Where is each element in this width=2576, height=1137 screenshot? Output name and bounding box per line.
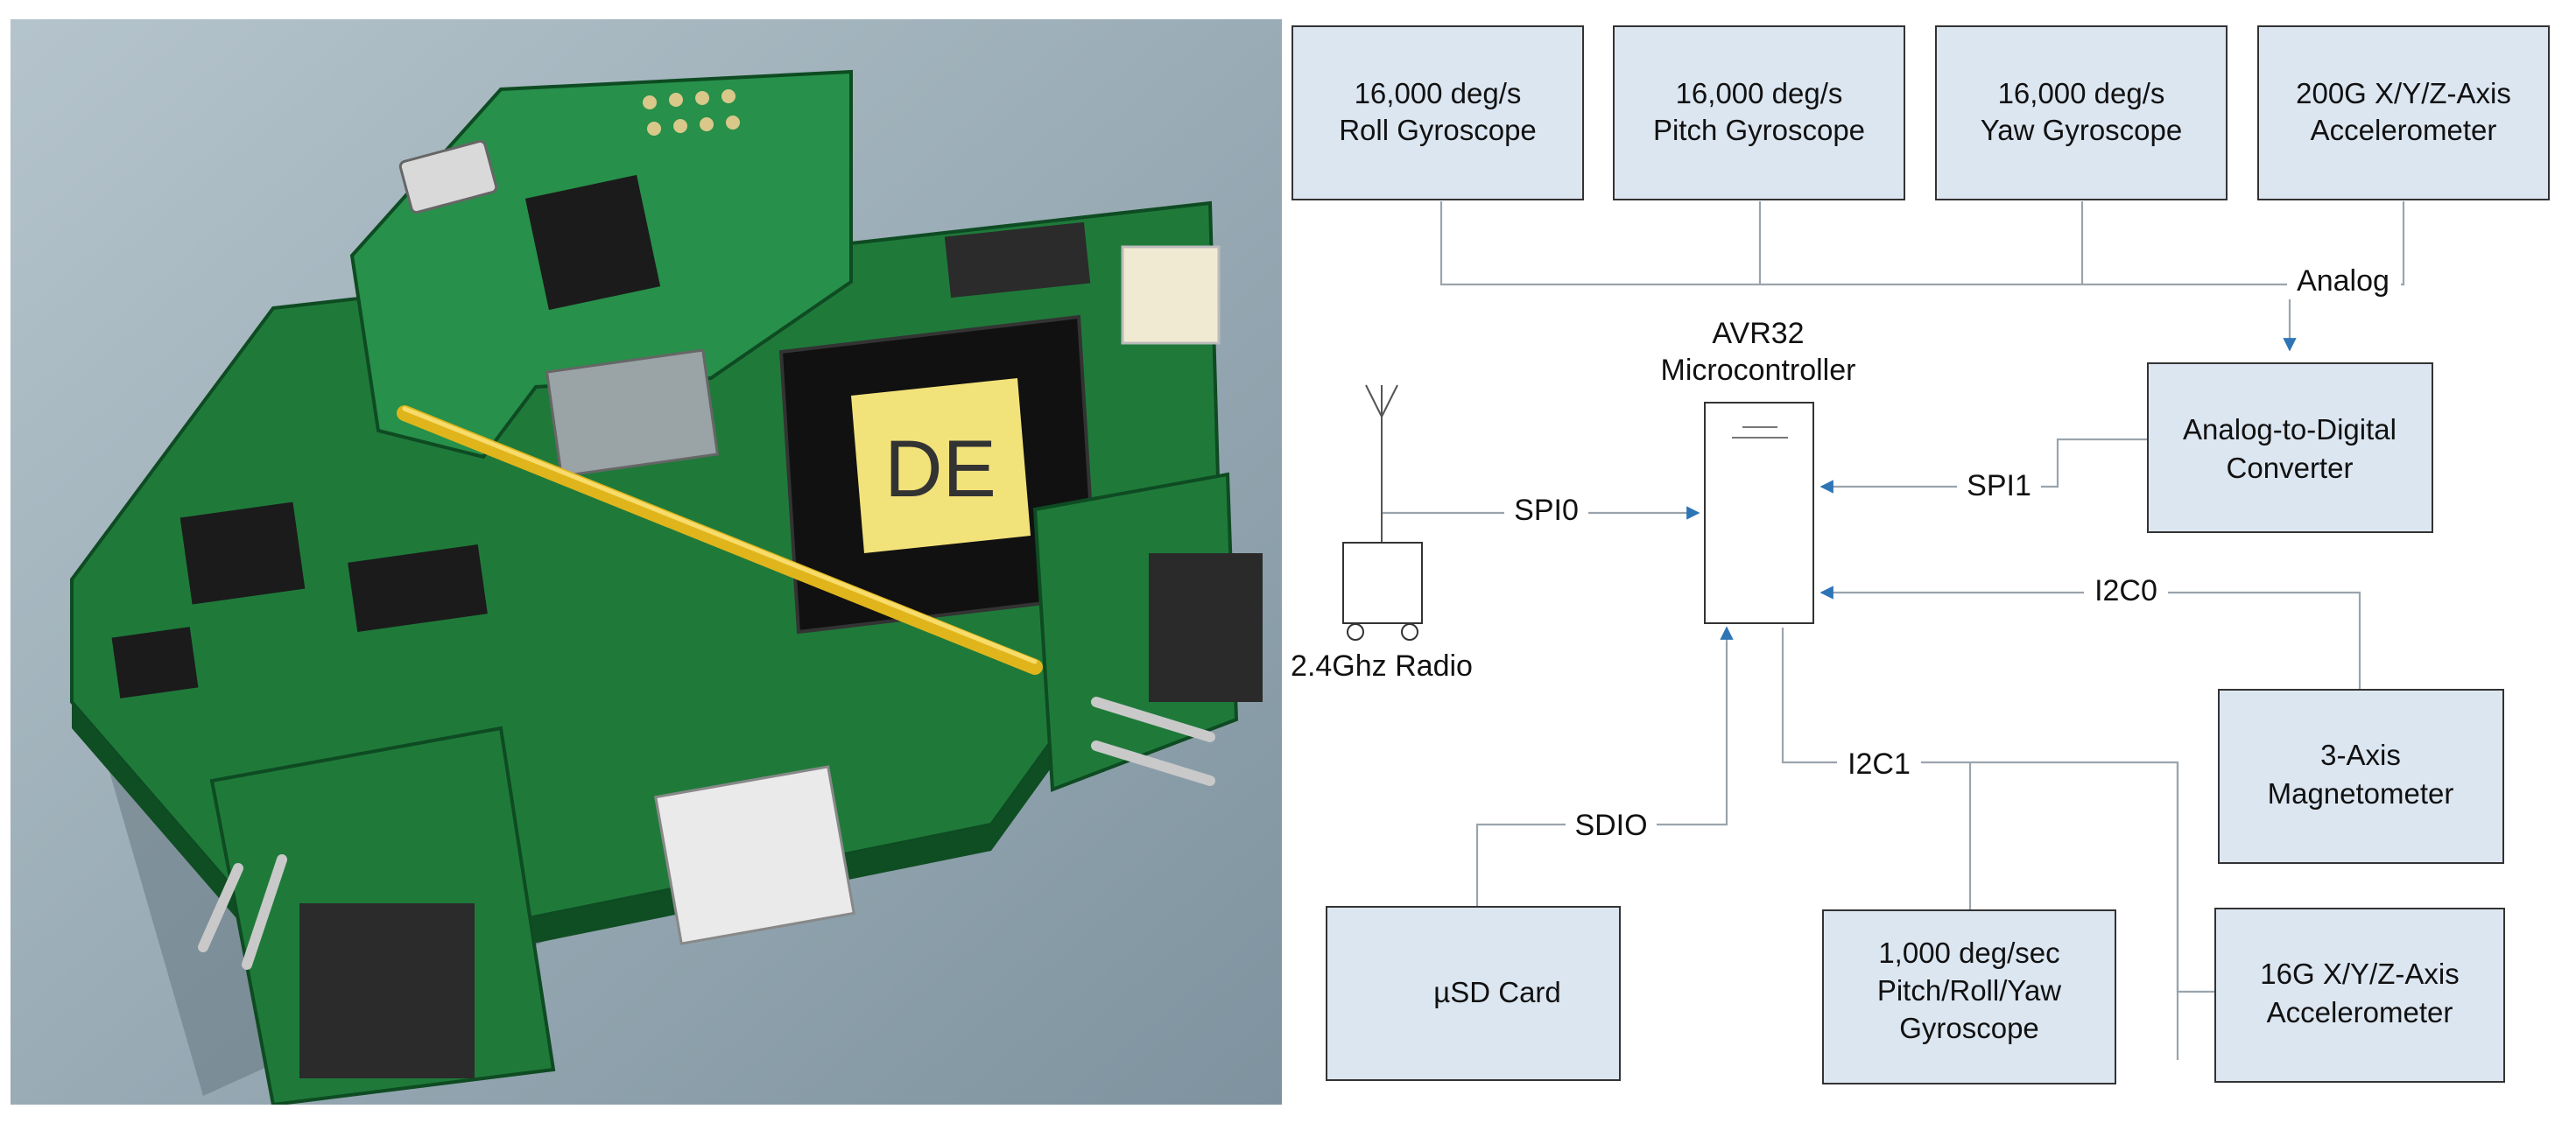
i2c0-label: I2C0 <box>2094 574 2157 607</box>
box-label-line1: 16G X/Y/Z-Axis <box>2260 958 2459 990</box>
header-pins-top <box>643 89 740 136</box>
box-label-line1: 1,000 deg/sec <box>1878 937 2059 969</box>
bottom-connector <box>299 903 475 1078</box>
mcu-label-line1: AVR32 <box>1712 317 1804 350</box>
antenna-wire <box>397 405 1043 675</box>
ic-chip <box>179 502 306 605</box>
analog-bus-label: Analog <box>2297 264 2389 298</box>
box-label-line1: 3-Axis <box>2320 739 2401 771</box>
box-label-line2: Roll Gyroscope <box>1339 114 1537 146</box>
magnetometer-box: 3-Axis Magnetometer <box>2218 689 2504 864</box>
1000-deg-gyroscope-box: 1,000 deg/sec Pitch/Roll/Yaw Gyroscope <box>1822 909 2116 1084</box>
i2c1-label: I2C1 <box>1848 747 1911 781</box>
box-label-line3: Gyroscope <box>1899 1012 2039 1044</box>
sensor-chip <box>524 174 661 311</box>
box-label-line1: 16,000 deg/s <box>1998 77 2165 109</box>
sdio-label: SDIO <box>1574 809 1647 842</box>
sd-card-box: µSD Card <box>1326 906 1621 1081</box>
bottom-header-pins <box>198 854 287 970</box>
crystal-oscillator <box>398 139 498 214</box>
right-header-pins <box>1091 697 1215 786</box>
spi1-label: SPI1 <box>1967 469 2031 502</box>
radio-wheel <box>1401 623 1418 641</box>
box-label-line2: Converter <box>2227 452 2354 484</box>
box-label-line2: Yaw Gyroscope <box>1981 114 2182 146</box>
ic-chip <box>111 627 199 698</box>
radio-label: 2.4Ghz Radio <box>1291 649 1473 683</box>
adc-box: Analog-to-Digital Converter <box>2147 362 2433 533</box>
chip-label <box>851 378 1031 553</box>
box-label-line2: Magnetometer <box>2268 777 2454 810</box>
box-label-line1: 200G X/Y/Z-Axis <box>2296 77 2511 109</box>
antenna-icon <box>1365 384 1398 543</box>
shielded-module <box>654 765 855 945</box>
box-label: µSD Card <box>1433 976 1561 1008</box>
box-label-line1: 16,000 deg/s <box>1355 77 1522 109</box>
roll-gyroscope-box: 16,000 deg/s Roll Gyroscope <box>1292 25 1584 200</box>
box-label-line2: Accelerometer <box>2311 114 2497 146</box>
mcu-label-line2: Microcontroller <box>1661 354 1856 387</box>
yaw-gyroscope-box: 16,000 deg/s Yaw Gyroscope <box>1935 25 2228 200</box>
box-label-line2: Accelerometer <box>2267 996 2453 1028</box>
sd-socket <box>545 348 720 478</box>
16g-accelerometer-box: 16G X/Y/Z-Axis Accelerometer <box>2214 908 2505 1083</box>
circuit-board-photo: DE <box>11 19 1282 1105</box>
box-label-line2: Pitch Gyroscope <box>1653 114 1865 146</box>
radio-block: 2.4Ghz Radio <box>1291 384 1473 683</box>
ic-chip <box>348 544 488 633</box>
spi0-label: SPI0 <box>1514 494 1579 527</box>
200g-accelerometer-box: 200G X/Y/Z-Axis Accelerometer <box>2257 25 2550 200</box>
chip-marking-text: DE <box>884 425 996 514</box>
box-label-line1: Analog-to-Digital <box>2183 413 2397 446</box>
mcu-box <box>1704 402 1814 624</box>
box-label-line1: 16,000 deg/s <box>1676 77 1843 109</box>
radio-box <box>1342 542 1423 624</box>
pitch-gyroscope-box: 16,000 deg/s Pitch Gyroscope <box>1613 25 1905 200</box>
box-label-line2: Pitch/Roll/Yaw <box>1877 974 2061 1007</box>
slide-switch <box>944 221 1091 298</box>
mcu-block: AVR32 Microcontroller <box>1661 317 1856 624</box>
battery-connector <box>1121 245 1221 345</box>
radio-wheel <box>1347 623 1364 641</box>
